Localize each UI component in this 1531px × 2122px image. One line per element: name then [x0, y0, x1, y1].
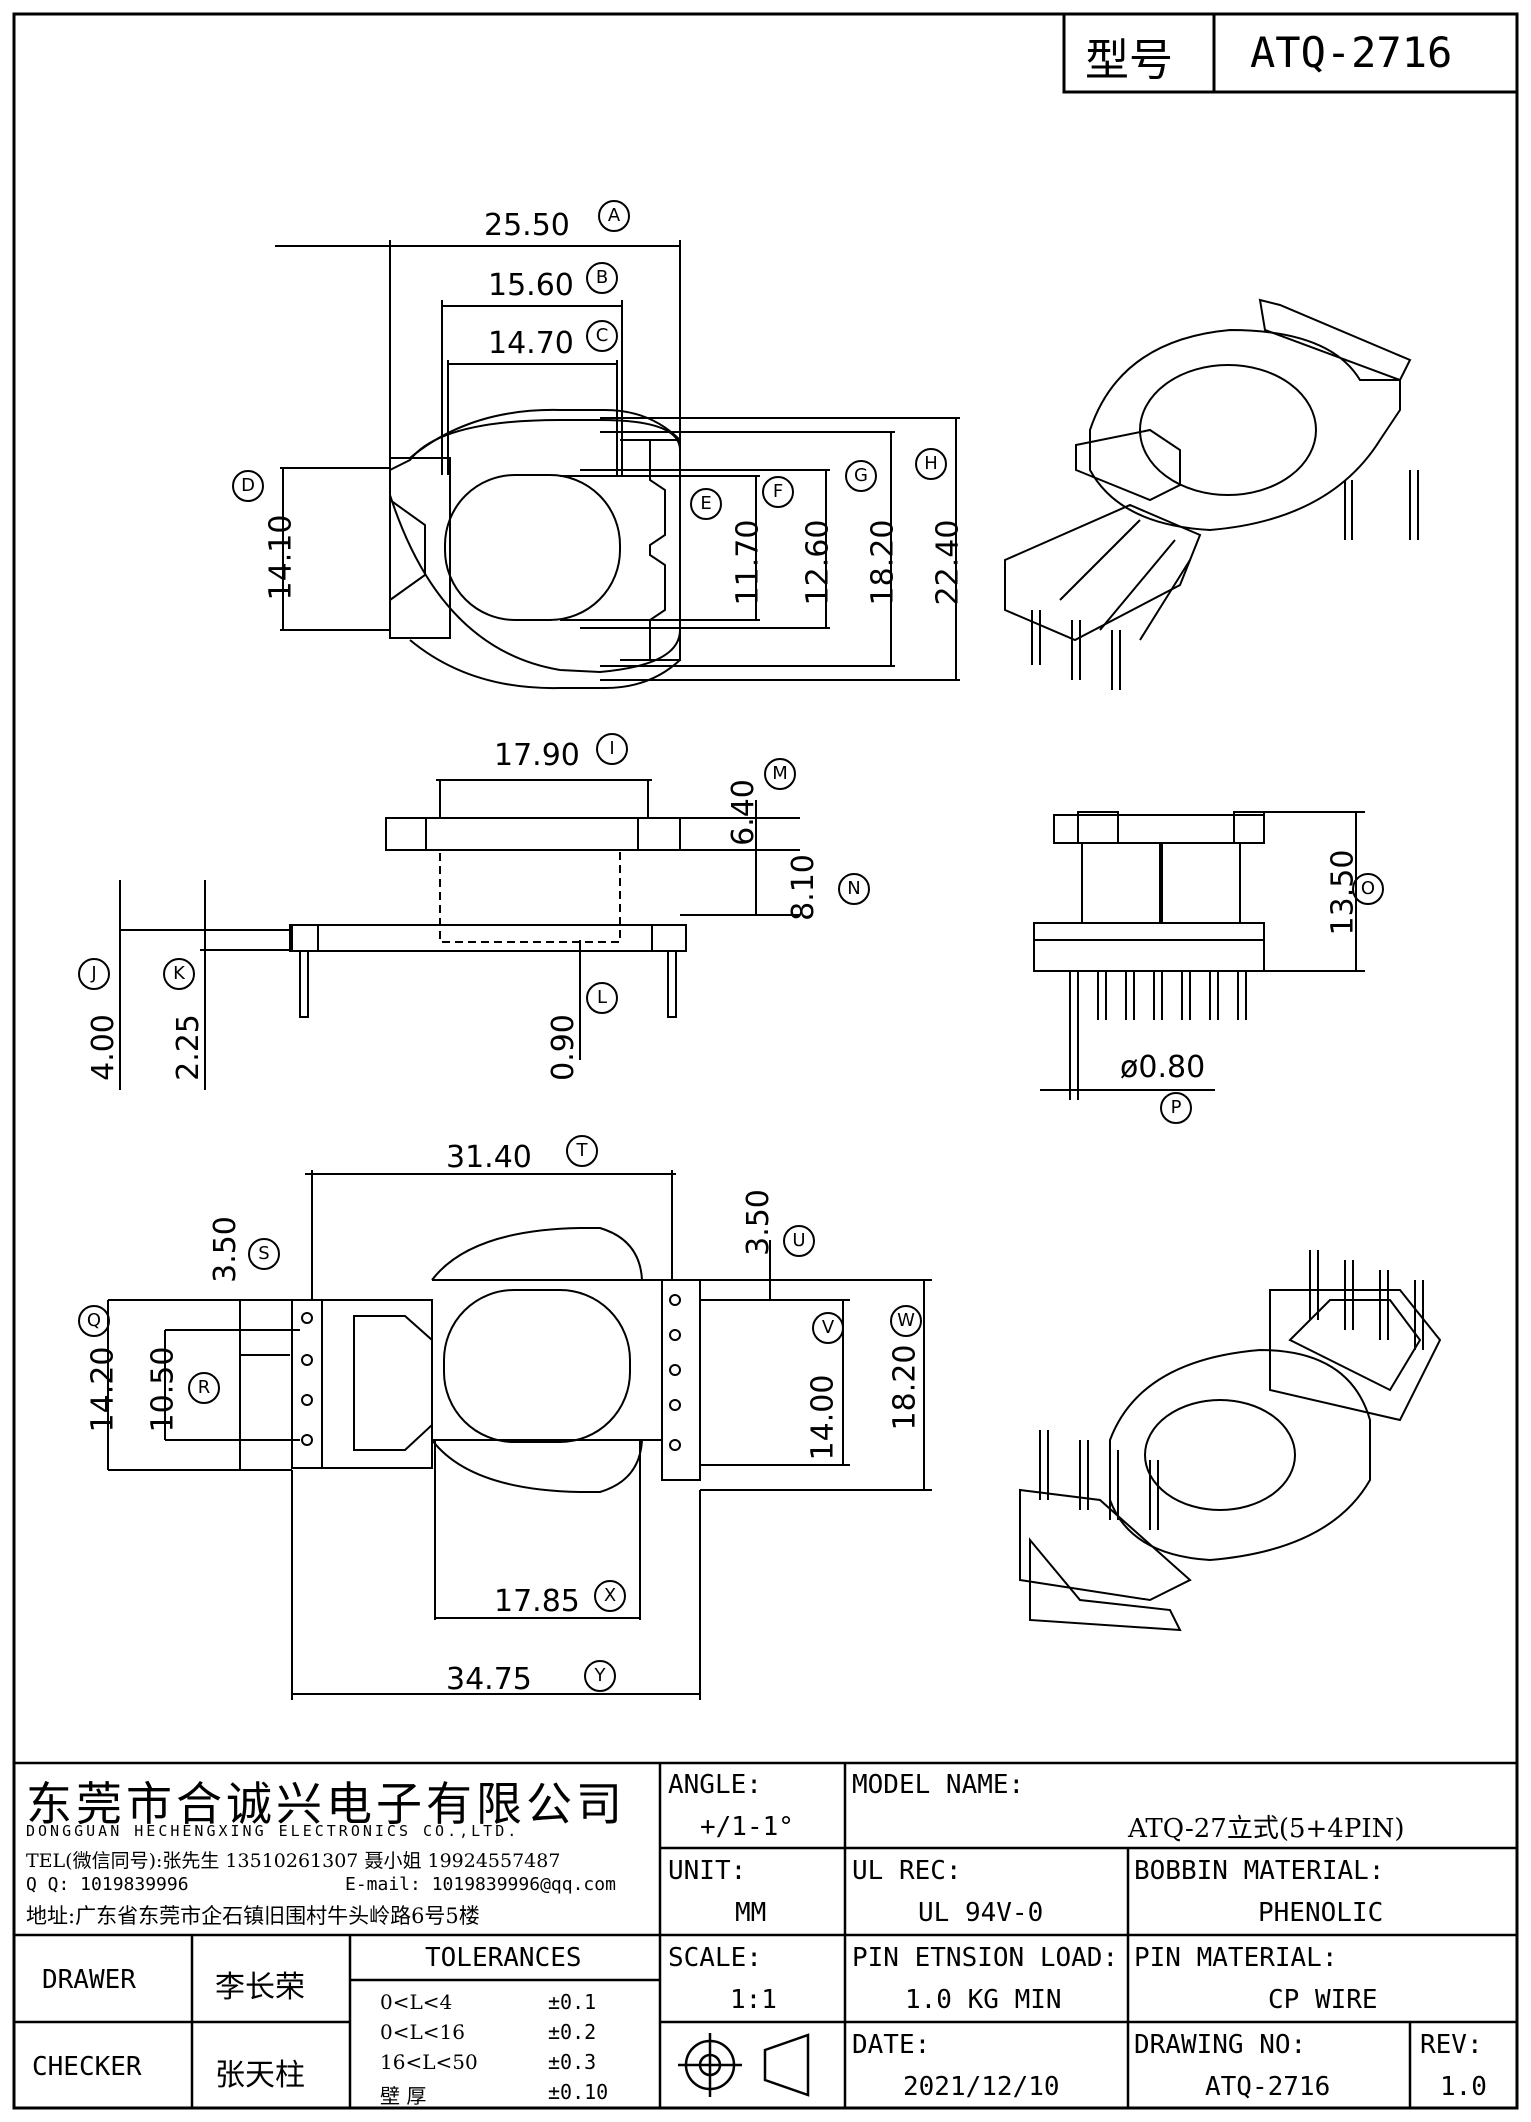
model-name-label: MODEL NAME:: [852, 1770, 1025, 1800]
tolerance-range: 0<L<16: [380, 2020, 465, 2044]
callout-v: V: [812, 1312, 844, 1344]
dim-Y: 34.75: [446, 1662, 532, 1697]
callout-d: D: [232, 470, 264, 502]
callout-q: Q: [78, 1305, 110, 1337]
callout-b: B: [586, 262, 618, 294]
dim-C: 14.70: [488, 326, 574, 361]
tolerance-value: ±0.10: [548, 2080, 609, 2104]
dim-D: 14.10: [263, 514, 299, 601]
bobbin-label: BOBBIN MATERIAL:: [1134, 1856, 1385, 1886]
isometric-bottom: [1019, 1250, 1442, 1632]
company-name-en: DONGGUAN HECHENGXING ELECTRONICS CO.,LTD…: [26, 1822, 520, 1840]
dim-E: 11.70: [730, 519, 766, 606]
front-view: [1033, 811, 1365, 1100]
callout-r: R: [188, 1372, 220, 1404]
scale-value: 1:1: [730, 1985, 777, 2015]
company-email: E-mail: 1019839996@qq.com: [345, 1874, 616, 1895]
dim-T: 31.40: [446, 1140, 532, 1175]
dim-K: 2.25: [170, 1014, 206, 1081]
rev-value: 1.0: [1440, 2072, 1487, 2102]
tolerance-value: ±0.1: [548, 1990, 597, 2014]
pin-load-value: 1.0 KG MIN: [905, 1985, 1062, 2015]
date-label: DATE:: [852, 2030, 931, 2060]
dim-V: 14.00: [805, 1374, 841, 1461]
date-value: 2021/12/10: [903, 2072, 1060, 2102]
model-value: ATQ-2716: [1250, 28, 1453, 77]
checker-value: 张天柱: [215, 2058, 305, 2093]
callout-n: N: [838, 873, 870, 905]
drawer-value: 李长荣: [215, 1970, 305, 2005]
dim-L: 0.90: [545, 1014, 581, 1081]
dim-P: ø0.80: [1120, 1050, 1206, 1085]
checker-label: CHECKER: [32, 2052, 142, 2082]
drawing-no-value: ATQ-2716: [1205, 2072, 1331, 2102]
top-view: [275, 240, 960, 690]
tolerance-range: 16<L<50: [380, 2050, 478, 2074]
callout-e: E: [690, 488, 722, 520]
model-label: 型号: [1085, 35, 1173, 86]
dim-F: 12.60: [800, 519, 836, 606]
callout-f: F: [762, 476, 794, 508]
callout-x: X: [594, 1580, 626, 1612]
tolerance-range: 0<L<4: [380, 1990, 453, 2014]
callout-k: K: [163, 958, 195, 990]
dim-M: 6.40: [725, 779, 761, 846]
callout-i: I: [596, 733, 628, 765]
dim-J: 4.00: [85, 1014, 121, 1081]
callout-w: W: [890, 1305, 922, 1337]
callout-a: A: [598, 200, 630, 232]
callout-j: J: [78, 958, 110, 990]
callout-s: S: [248, 1238, 280, 1270]
ul-label: UL REC:: [852, 1856, 962, 1886]
callout-o: O: [1352, 873, 1384, 905]
company-address: 地址:广东省东莞市企石镇旧围村牛头岭路6号5楼: [26, 1904, 480, 1928]
dim-B: 15.60: [488, 268, 574, 303]
model-name-value: ATQ-27立式(5+4PIN): [1128, 1814, 1405, 1844]
dim-G: 18.20: [865, 519, 901, 606]
dim-X: 17.85: [494, 1584, 580, 1619]
angle-value: +/1-1°: [700, 1812, 794, 1842]
angle-label: ANGLE:: [668, 1770, 762, 1800]
side-view: [119, 779, 800, 1090]
dim-N: 8.10: [785, 854, 821, 921]
rev-label: REV:: [1420, 2030, 1483, 2060]
callout-g: G: [845, 460, 877, 492]
callout-u: U: [783, 1225, 815, 1257]
tolerance-value: ±0.2: [548, 2020, 597, 2044]
unit-label: UNIT:: [668, 1856, 747, 1886]
dim-W: 18.20: [887, 1344, 923, 1431]
unit-value: MM: [735, 1898, 767, 1928]
tolerances-label: TOLERANCES: [425, 1943, 582, 1973]
callout-c: C: [586, 320, 618, 352]
tolerance-range: 壁 厚: [380, 2084, 427, 2108]
scale-label: SCALE:: [668, 1943, 762, 1973]
title-block-grid: [14, 1761, 1517, 2108]
callout-m: M: [764, 758, 796, 790]
dim-Q: 14.20: [85, 1346, 121, 1433]
dim-U: 3.50: [740, 1189, 776, 1256]
dim-I: 17.90: [494, 738, 580, 773]
callout-p: P: [1160, 1092, 1192, 1124]
dim-H: 22.40: [930, 519, 966, 606]
callout-t: T: [566, 1135, 598, 1167]
callout-h: H: [915, 448, 947, 480]
isometric-top: [1004, 298, 1419, 690]
company-qq: Q Q: 1019839996: [26, 1874, 189, 1895]
callout-y: Y: [584, 1660, 616, 1692]
pin-material-value: CP WIRE: [1268, 1985, 1378, 2015]
ul-value: UL 94V-0: [918, 1898, 1044, 1928]
pin-load-label: PIN ETNSION LOAD:: [852, 1943, 1119, 1973]
bobbin-value: PHENOLIC: [1258, 1898, 1384, 1928]
drawing-no-label: DRAWING NO:: [1134, 2030, 1307, 2060]
pin-material-label: PIN MATERIAL:: [1134, 1943, 1338, 1973]
company-tel: TEL(微信同号):张先生 13510261307 聂小姐 1992455748…: [26, 1850, 561, 1872]
company-name-cn: 东莞市合诚兴电子有限公司: [26, 1777, 626, 1831]
tolerance-value: ±0.3: [548, 2050, 597, 2074]
dim-S: 3.50: [207, 1216, 243, 1283]
dim-A: 25.50: [484, 208, 570, 243]
dim-R: 10.50: [145, 1346, 181, 1433]
drawer-label: DRAWER: [42, 1965, 136, 1995]
callout-l: L: [586, 982, 618, 1014]
